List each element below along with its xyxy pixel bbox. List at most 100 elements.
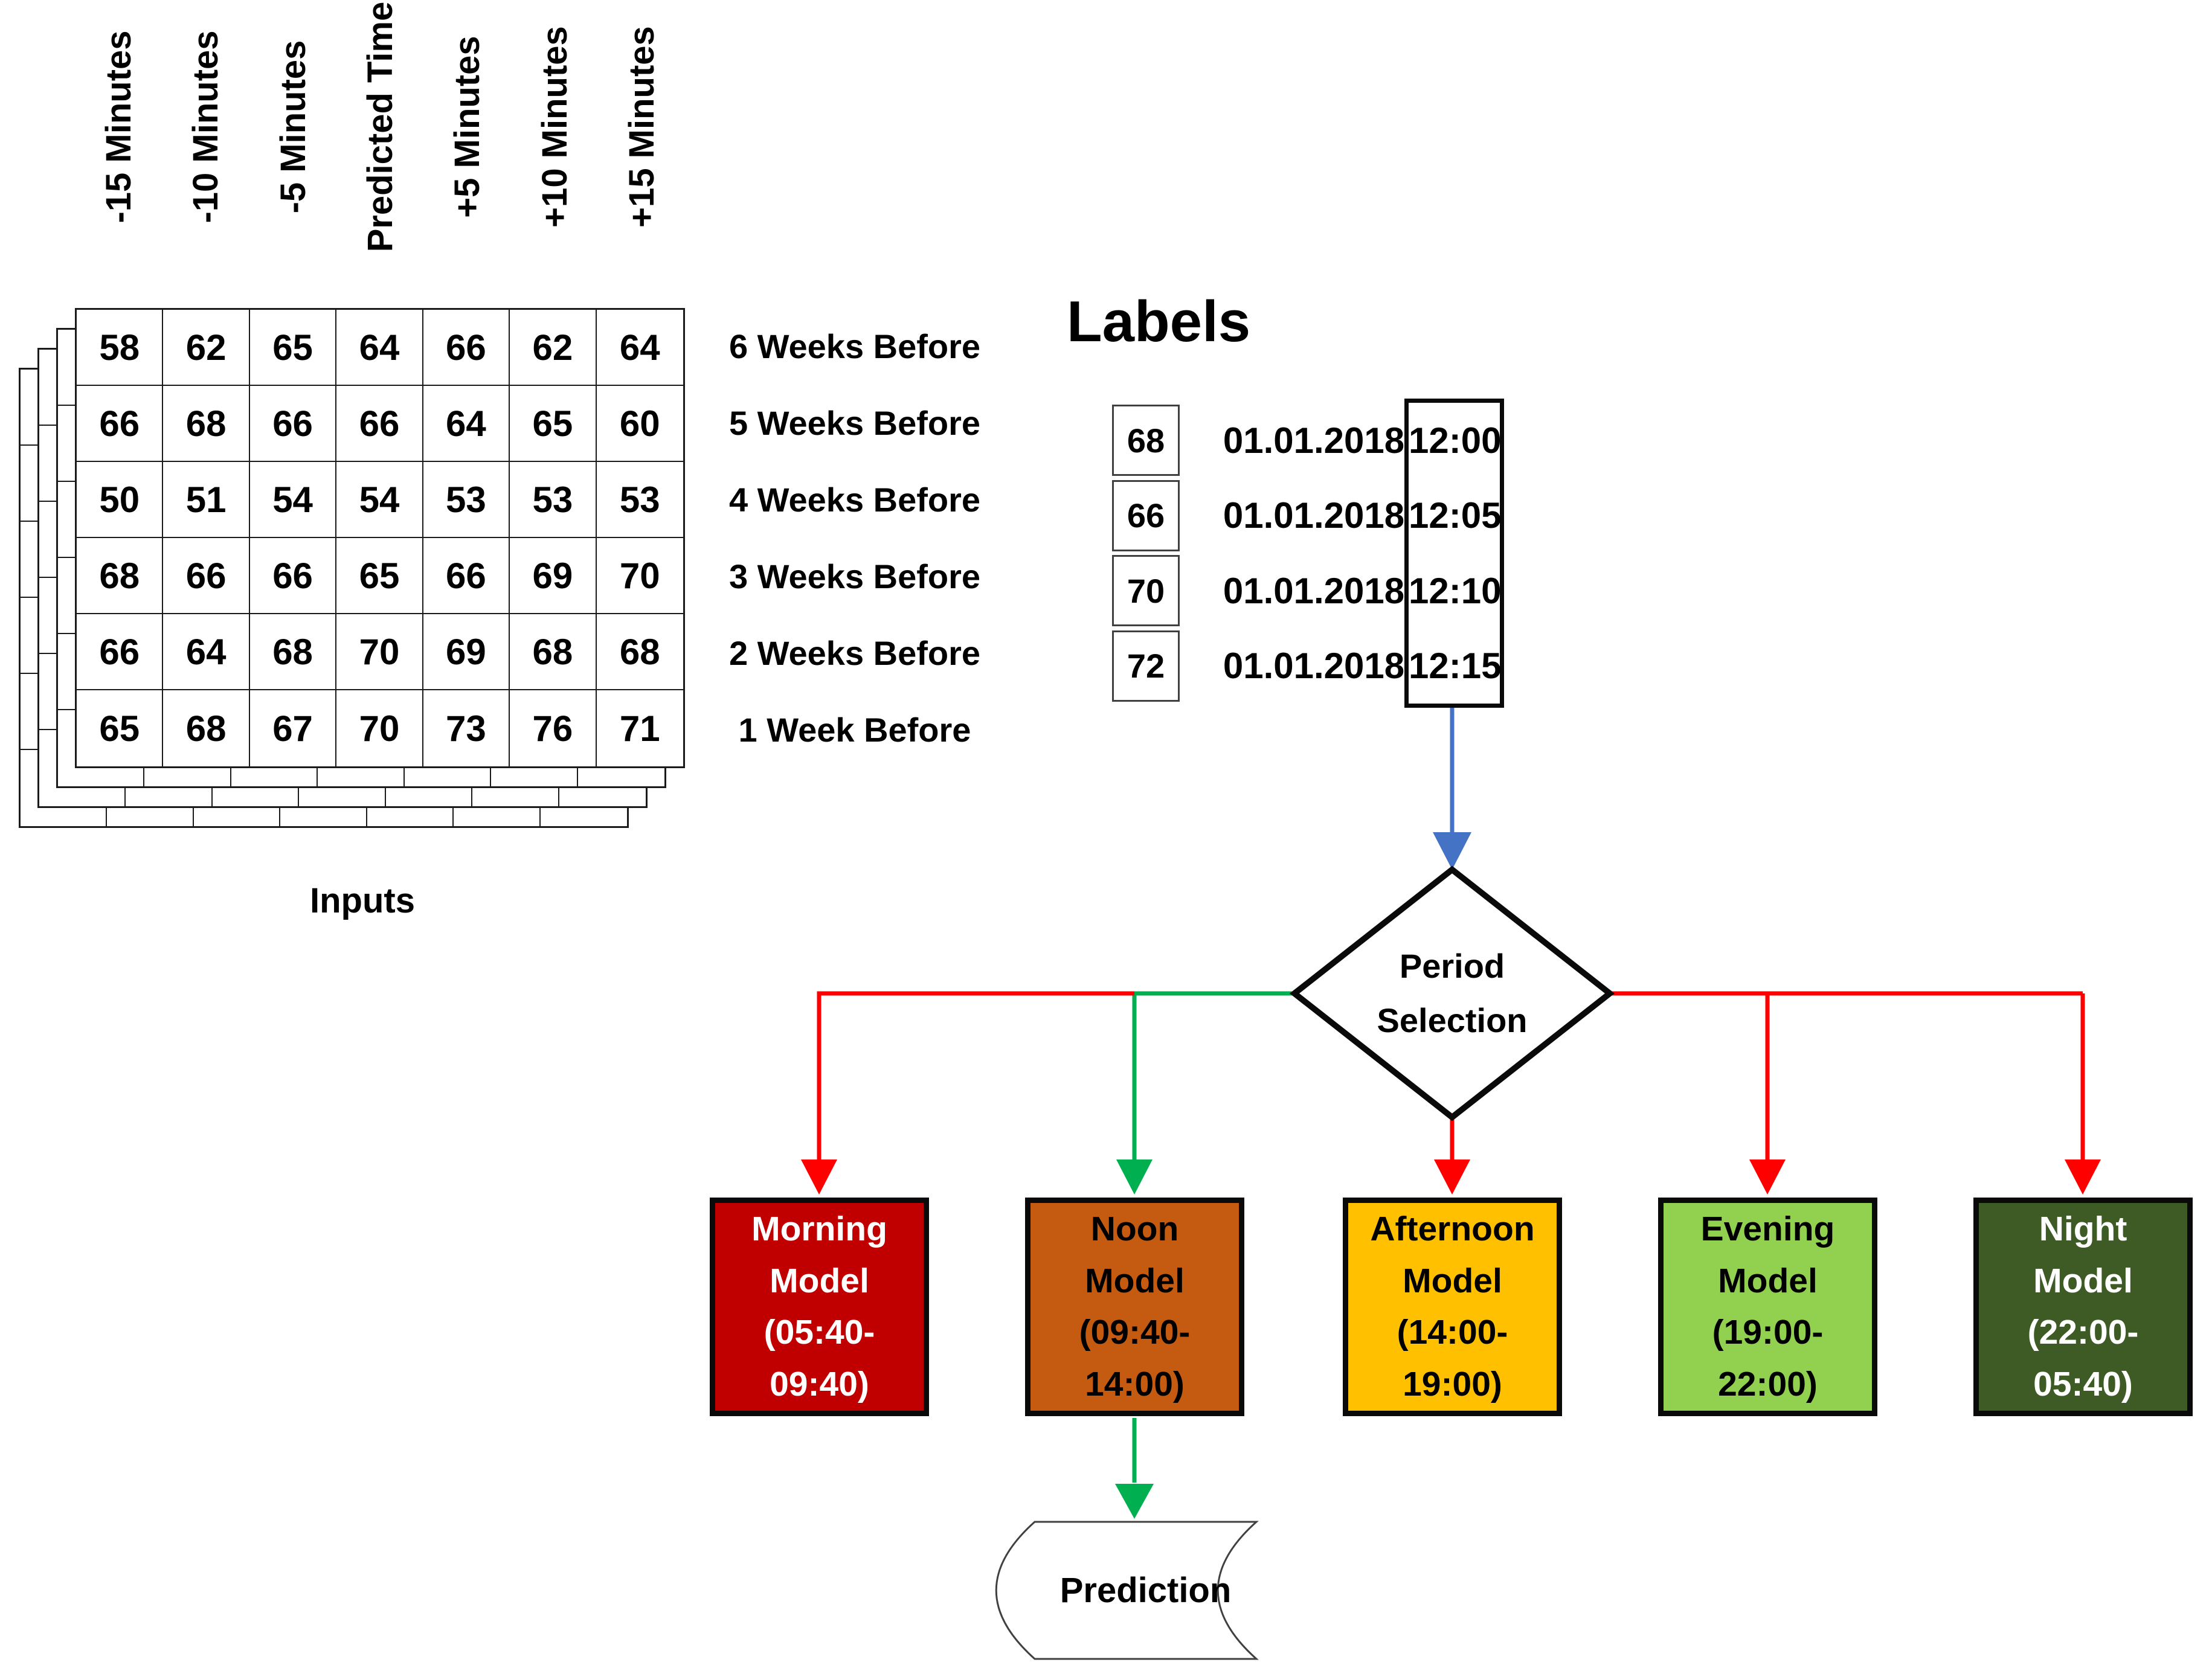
input-cell: 68: [163, 386, 250, 462]
input-cell: 68: [249, 614, 337, 690]
morning-model-line: Morning: [751, 1210, 887, 1248]
input-cell: 65: [249, 310, 337, 386]
noon-model-line: Noon: [1090, 1210, 1179, 1248]
label-value-box: 68: [1112, 405, 1180, 476]
column-header: -5 Minutes: [273, 40, 313, 214]
input-cell: 62: [510, 310, 597, 386]
green-arrowhead-icon: [1116, 1159, 1153, 1195]
evening-model-line: Model: [1718, 1261, 1818, 1300]
input-cell: 50: [77, 462, 164, 538]
input-cell: 70: [336, 614, 423, 690]
label-value-box: 70: [1112, 555, 1180, 627]
inputs-caption: Inputs: [310, 881, 415, 920]
input-cell: 69: [423, 614, 510, 690]
morning-model-line: (05:40-: [764, 1313, 875, 1352]
label-time: 12:00: [1409, 420, 1502, 461]
input-cell: 68: [510, 614, 597, 690]
label-value-box: 72: [1112, 630, 1180, 702]
period-selection-line2: Selection: [1377, 1001, 1528, 1039]
label-time: 12:15: [1409, 646, 1502, 687]
input-cell: 66: [77, 386, 164, 462]
night-model-line: Night: [2039, 1210, 2127, 1248]
column-header: -15 Minutes: [98, 30, 138, 223]
label-value-cell: 72: [1112, 629, 1180, 704]
input-cell: 64: [163, 614, 250, 690]
label-time: 12:05: [1409, 495, 1502, 536]
noon-model-line: (09:40-: [1079, 1313, 1191, 1352]
input-cell: 66: [423, 310, 510, 386]
input-cell: 68: [77, 538, 164, 614]
evening-model-line: 22:00): [1718, 1364, 1818, 1403]
label-value-cell: 70: [1112, 553, 1180, 629]
label-time-box: 12:00 12:05 12:10 12:15: [1404, 399, 1504, 708]
input-cell: 62: [163, 310, 250, 386]
afternoon-model-line: Afternoon: [1370, 1210, 1535, 1248]
input-cell: 54: [249, 462, 337, 538]
input-cell: 66: [423, 538, 510, 614]
input-cell: 66: [249, 386, 337, 462]
input-cell: 70: [336, 690, 423, 766]
input-cell: 64: [596, 310, 683, 386]
input-cell: 69: [510, 538, 597, 614]
morning-model-line: Model: [770, 1261, 869, 1300]
evening-model-line: (19:00-: [1712, 1313, 1824, 1352]
column-header: +15 Minutes: [622, 26, 661, 228]
red-arrowhead-icon: [1434, 1159, 1470, 1195]
label-value-box: 66: [1112, 479, 1180, 551]
blue-arrowhead-icon: [1433, 832, 1471, 870]
afternoon-model-line: (14:00-: [1397, 1313, 1508, 1352]
input-cell: 58: [77, 310, 164, 386]
row-label: 5 Weeks Before: [728, 404, 981, 442]
input-cell: 66: [336, 386, 423, 462]
input-cell: 53: [596, 462, 683, 538]
input-cell: 67: [250, 690, 337, 766]
column-header: +10 Minutes: [535, 26, 574, 228]
input-cell: 53: [423, 462, 510, 538]
input-cell: 68: [596, 614, 683, 690]
red-arrowhead-icon: [2065, 1159, 2101, 1195]
input-cell: 65: [510, 386, 597, 462]
input-cell: 65: [336, 538, 423, 614]
green-arrowhead-icon: [1115, 1484, 1154, 1519]
input-cell: 66: [77, 614, 164, 690]
night-model-line: (22:00-: [2027, 1313, 2139, 1352]
row-label: 6 Weeks Before: [728, 327, 981, 365]
input-cell: 53: [510, 462, 597, 538]
input-cell: 68: [163, 690, 250, 766]
row-label: 3 Weeks Before: [728, 557, 981, 595]
label-date: 01.01.2018: [1223, 495, 1405, 536]
input-cell: 70: [596, 538, 683, 614]
period-selection-diamond: [1289, 865, 1615, 1121]
input-cell: 51: [163, 462, 250, 538]
noon-model-line: 14:00): [1085, 1364, 1185, 1403]
labels-heading: Labels: [1067, 289, 1251, 354]
label-date: 01.01.2018: [1223, 420, 1405, 461]
noon-model-line: Model: [1085, 1261, 1185, 1300]
column-header: Predicted Time: [360, 1, 400, 252]
morning-model-line: 09:40): [770, 1364, 869, 1403]
label-time: 12:10: [1409, 570, 1502, 611]
input-cell: 65: [77, 690, 164, 766]
label-value-cell: 66: [1112, 478, 1180, 554]
label-date: 01.01.2018: [1223, 646, 1405, 687]
prediction-label: Prediction: [1059, 1571, 1232, 1610]
row-label: 1 Week Before: [738, 711, 971, 749]
red-arrowhead-icon: [1749, 1159, 1786, 1195]
prediction-shape: [995, 1521, 1259, 1660]
afternoon-model-line: Model: [1403, 1261, 1502, 1300]
period-selection-line1: Period: [1399, 947, 1505, 985]
red-arrowhead-icon: [801, 1159, 837, 1195]
input-cell: 64: [336, 310, 423, 386]
input-cell: 66: [163, 538, 250, 614]
input-cell: 76: [510, 690, 597, 766]
afternoon-model-line: 19:00): [1403, 1364, 1502, 1403]
